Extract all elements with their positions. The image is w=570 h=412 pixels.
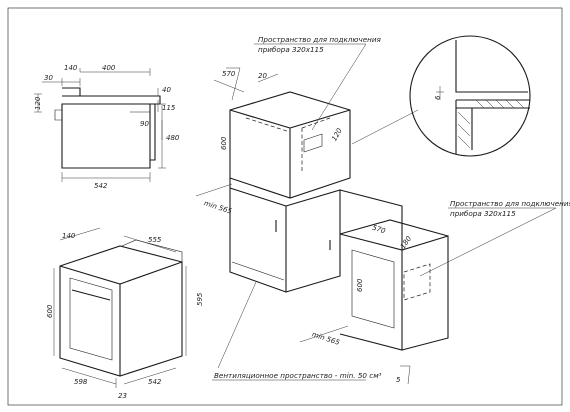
label-upper-line2: прибора 320х115 (258, 45, 324, 54)
iso-dim-23: 23 (118, 392, 127, 400)
dim-480: 480 (166, 134, 180, 142)
side-view: 30 140 400 120 40 115 90 480 542 (34, 64, 180, 190)
label-upper-line1: Пространство для подключения (258, 35, 381, 44)
iso-dim-600: 600 (46, 304, 54, 318)
iso-dim-555: 555 (148, 236, 162, 244)
dim-140: 140 (64, 64, 78, 72)
cab-dim-min565-upper: min 565 (203, 199, 233, 216)
cab-dim-20: 20 (258, 72, 267, 80)
cab-dim-120: 120 (330, 126, 344, 142)
label-lower-line1: Пространство для подключения (450, 199, 570, 208)
connection-label-lower: Пространство для подключения прибора 320… (419, 199, 570, 277)
iso-oven: 140 555 600 595 598 542 23 (46, 227, 204, 400)
cab-dim-600-lower: 600 (356, 278, 364, 292)
detail-dim-6: 6 (434, 95, 442, 100)
cab-dim-180: 180 (399, 234, 414, 250)
cabinet-assembly: 570 20 600 120 min 565 570 180 600 min 5… (195, 67, 449, 385)
label-lower-line2: прибора 320х115 (450, 209, 516, 218)
cab-dim-570-upper: 570 (222, 70, 236, 78)
ventilation-text: Вентиляционное пространство - min. 50 см… (214, 371, 382, 380)
dim-30: 30 (44, 74, 53, 82)
dim-542: 542 (94, 182, 108, 190)
detail-circle: 6 (351, 35, 531, 157)
dim-40: 40 (162, 86, 171, 94)
dim-115: 115 (162, 104, 176, 112)
iso-dim-598: 598 (74, 378, 88, 386)
cab-dim-min565-lower: min 565 (311, 330, 341, 347)
ventilation-label: Вентиляционное пространство - min. 50 см… (212, 371, 382, 381)
iso-dim-542: 542 (148, 378, 162, 386)
iso-dim-140: 140 (62, 232, 76, 240)
cab-dim-600-upper: 600 (220, 136, 228, 150)
dim-90: 90 (140, 120, 149, 128)
frame-border (7, 7, 563, 406)
iso-dim-595: 595 (196, 292, 204, 306)
cab-dim-5: 5 (396, 376, 401, 384)
dim-400: 400 (102, 64, 116, 72)
cab-dim-570-lower: 570 (371, 224, 387, 236)
dim-120: 120 (34, 96, 42, 110)
connection-label-upper: Пространство для подключения прибора 320… (254, 35, 381, 131)
